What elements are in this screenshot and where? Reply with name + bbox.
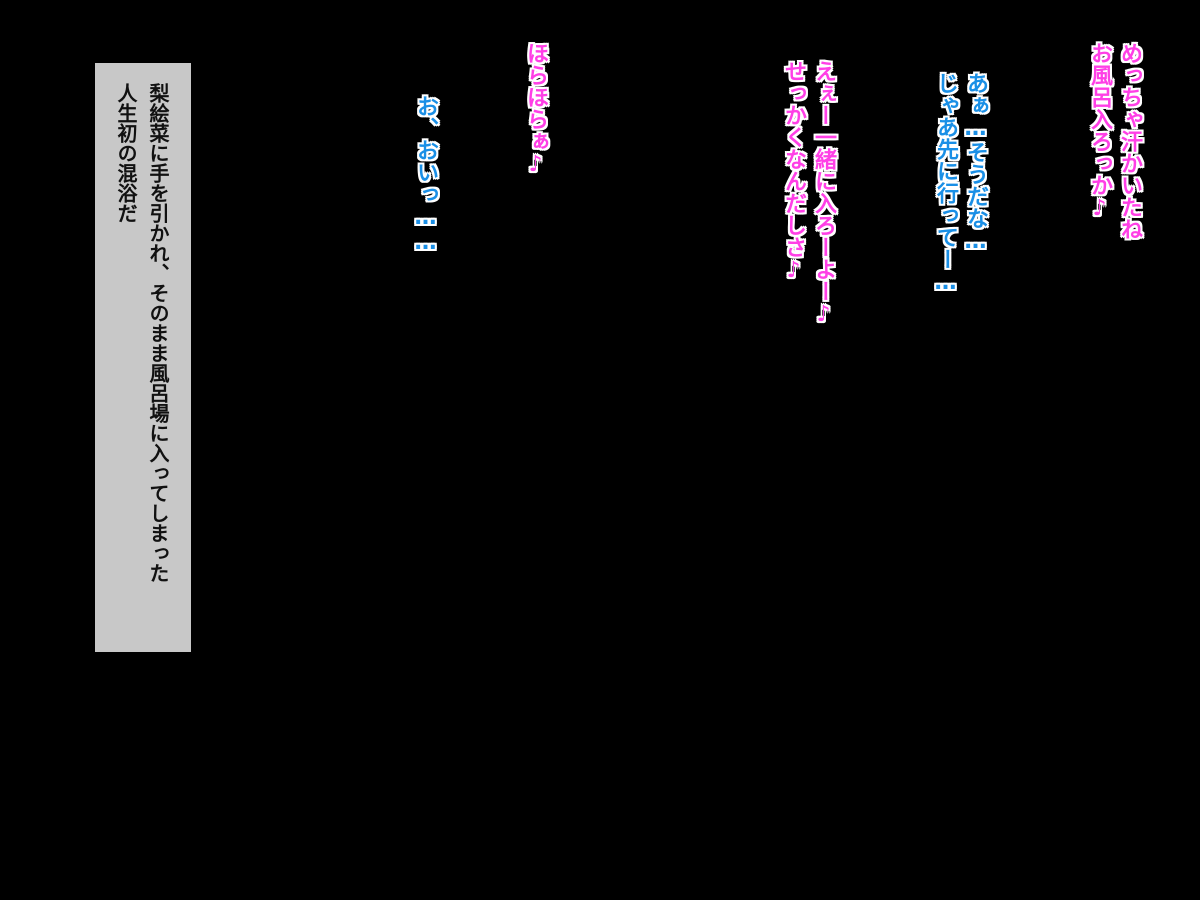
dialogue-line: お風呂入ろっか♪	[1087, 42, 1112, 221]
narration-line: 人生初の混浴だ	[114, 83, 138, 223]
dialogue-line: あぁ…そうだな…	[963, 72, 988, 254]
dialogue-line: えぇー一緒に入ろーよー♪	[811, 60, 836, 327]
dialogue-line: お、おいっ……	[413, 95, 438, 255]
dialogue-line: めっちゃ汗かいたね	[1117, 42, 1142, 240]
dialogue-line: じゃあ先に行ってー…	[933, 72, 958, 295]
dialogue-line: ほらほらぁ♪	[523, 42, 548, 177]
narration-line: 梨絵菜に手を引かれ、そのまま風呂場に入ってしまった	[146, 83, 170, 583]
dialogue-line: せっかくなんだしさ♪	[781, 60, 806, 283]
narration-box: 梨絵菜に手を引かれ、そのまま風呂場に入ってしまった 人生初の混浴だ	[95, 63, 191, 652]
